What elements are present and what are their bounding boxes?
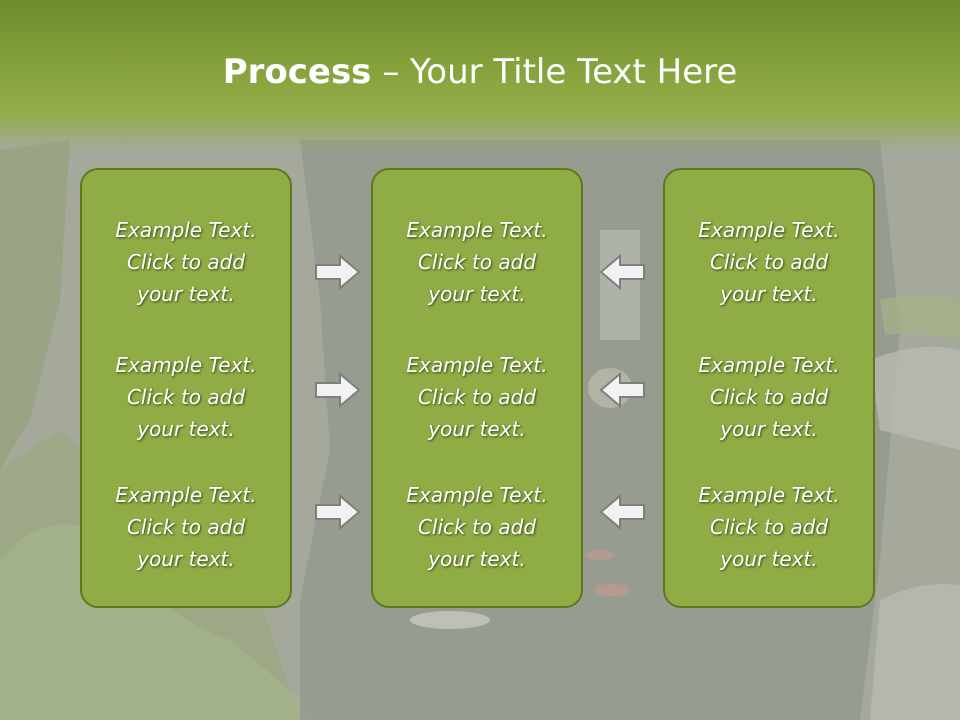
- panel-text-line: your text.: [428, 417, 526, 441]
- panel-text-line: Example Text.: [698, 483, 840, 507]
- arrow-left-icon: [599, 493, 645, 531]
- arrow-left-icon: [599, 253, 645, 291]
- arrow-right-icon: [315, 493, 361, 531]
- arrow-right-icon: [315, 253, 361, 291]
- panel-text-line: Click to add: [709, 515, 829, 539]
- panel-text-line: your text.: [428, 547, 526, 571]
- panel-text-block[interactable]: Example Text. Click to add your text.: [665, 349, 873, 445]
- panel-text-line: Click to add: [417, 515, 537, 539]
- panel-text-line: Example Text.: [115, 353, 257, 377]
- panel-text-block[interactable]: Example Text. Click to add your text.: [373, 349, 581, 445]
- panel-text-line: your text.: [428, 282, 526, 306]
- panel-text-line: your text.: [137, 282, 235, 306]
- panel-text-block[interactable]: Example Text. Click to add your text.: [373, 214, 581, 310]
- panel-text-block[interactable]: Example Text. Click to add your text.: [82, 349, 290, 445]
- panel-text-line: your text.: [720, 547, 818, 571]
- panel-text-line: Example Text.: [115, 483, 257, 507]
- slide-title[interactable]: Process – Your Title Text Here: [0, 52, 960, 92]
- panel-text-line: Example Text.: [406, 483, 548, 507]
- panel-text-block[interactable]: Example Text. Click to add your text.: [665, 214, 873, 310]
- panel-text-block[interactable]: Example Text. Click to add your text.: [82, 214, 290, 310]
- panel-text-line: your text.: [137, 547, 235, 571]
- panel-text-block[interactable]: Example Text. Click to add your text.: [82, 479, 290, 575]
- title-bold: Process: [222, 52, 372, 92]
- panel-text-line: Example Text.: [698, 353, 840, 377]
- panel-text-line: Click to add: [709, 250, 829, 274]
- process-panel-right[interactable]: Example Text. Click to add your text. Ex…: [663, 168, 875, 608]
- panel-text-line: Click to add: [126, 250, 246, 274]
- panel-text-line: your text.: [720, 282, 818, 306]
- panel-text-line: Click to add: [709, 385, 829, 409]
- panel-text-block[interactable]: Example Text. Click to add your text.: [373, 479, 581, 575]
- panel-text-line: your text.: [720, 417, 818, 441]
- panel-text-line: Example Text.: [115, 218, 257, 242]
- panel-text-line: your text.: [137, 417, 235, 441]
- panel-text-line: Click to add: [126, 515, 246, 539]
- panel-text-line: Click to add: [417, 250, 537, 274]
- process-panel-left[interactable]: Example Text. Click to add your text. Ex…: [80, 168, 292, 608]
- arrow-left-icon: [599, 371, 645, 409]
- panel-text-line: Click to add: [126, 385, 246, 409]
- arrow-right-icon: [315, 371, 361, 409]
- panel-text-line: Example Text.: [406, 353, 548, 377]
- panel-text-block[interactable]: Example Text. Click to add your text.: [665, 479, 873, 575]
- process-panel-center[interactable]: Example Text. Click to add your text. Ex…: [371, 168, 583, 608]
- panel-text-line: Example Text.: [698, 218, 840, 242]
- title-band: [0, 0, 960, 150]
- title-rest: – Your Title Text Here: [371, 52, 738, 92]
- panel-text-line: Example Text.: [406, 218, 548, 242]
- panel-text-line: Click to add: [417, 385, 537, 409]
